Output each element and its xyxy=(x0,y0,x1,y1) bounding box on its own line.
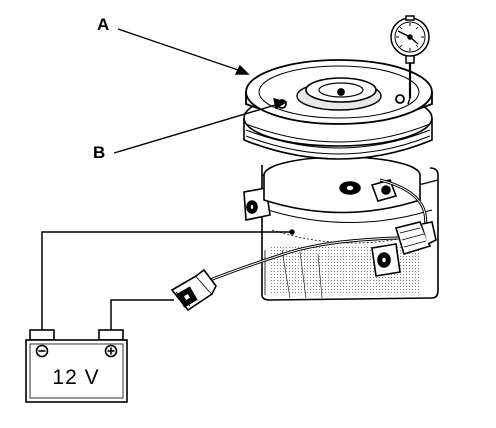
leader-a xyxy=(117,28,245,73)
positive-terminal-symbol xyxy=(104,344,118,358)
callout-label-b: B xyxy=(93,143,106,162)
armature-plate xyxy=(245,59,433,125)
field-coil-housing xyxy=(263,156,421,214)
jumper-connector xyxy=(170,268,217,312)
coil-connector xyxy=(379,178,437,255)
mounting-ear-right xyxy=(371,243,401,277)
battery-voltage-label: 12 V xyxy=(52,366,100,389)
battery-positive-terminal xyxy=(98,329,124,341)
battery xyxy=(25,329,128,403)
negative-terminal-symbol xyxy=(35,344,49,358)
leader-a-arrowhead xyxy=(234,64,250,75)
leader-b-arrowhead xyxy=(273,98,288,110)
dial-indicator xyxy=(390,15,430,105)
battery-leads xyxy=(41,229,295,330)
battery-negative-terminal xyxy=(29,329,55,341)
harness-wire xyxy=(204,236,399,284)
callout-leaders xyxy=(113,28,288,154)
callout-label-a: A xyxy=(97,15,110,34)
leader-b xyxy=(113,102,283,154)
